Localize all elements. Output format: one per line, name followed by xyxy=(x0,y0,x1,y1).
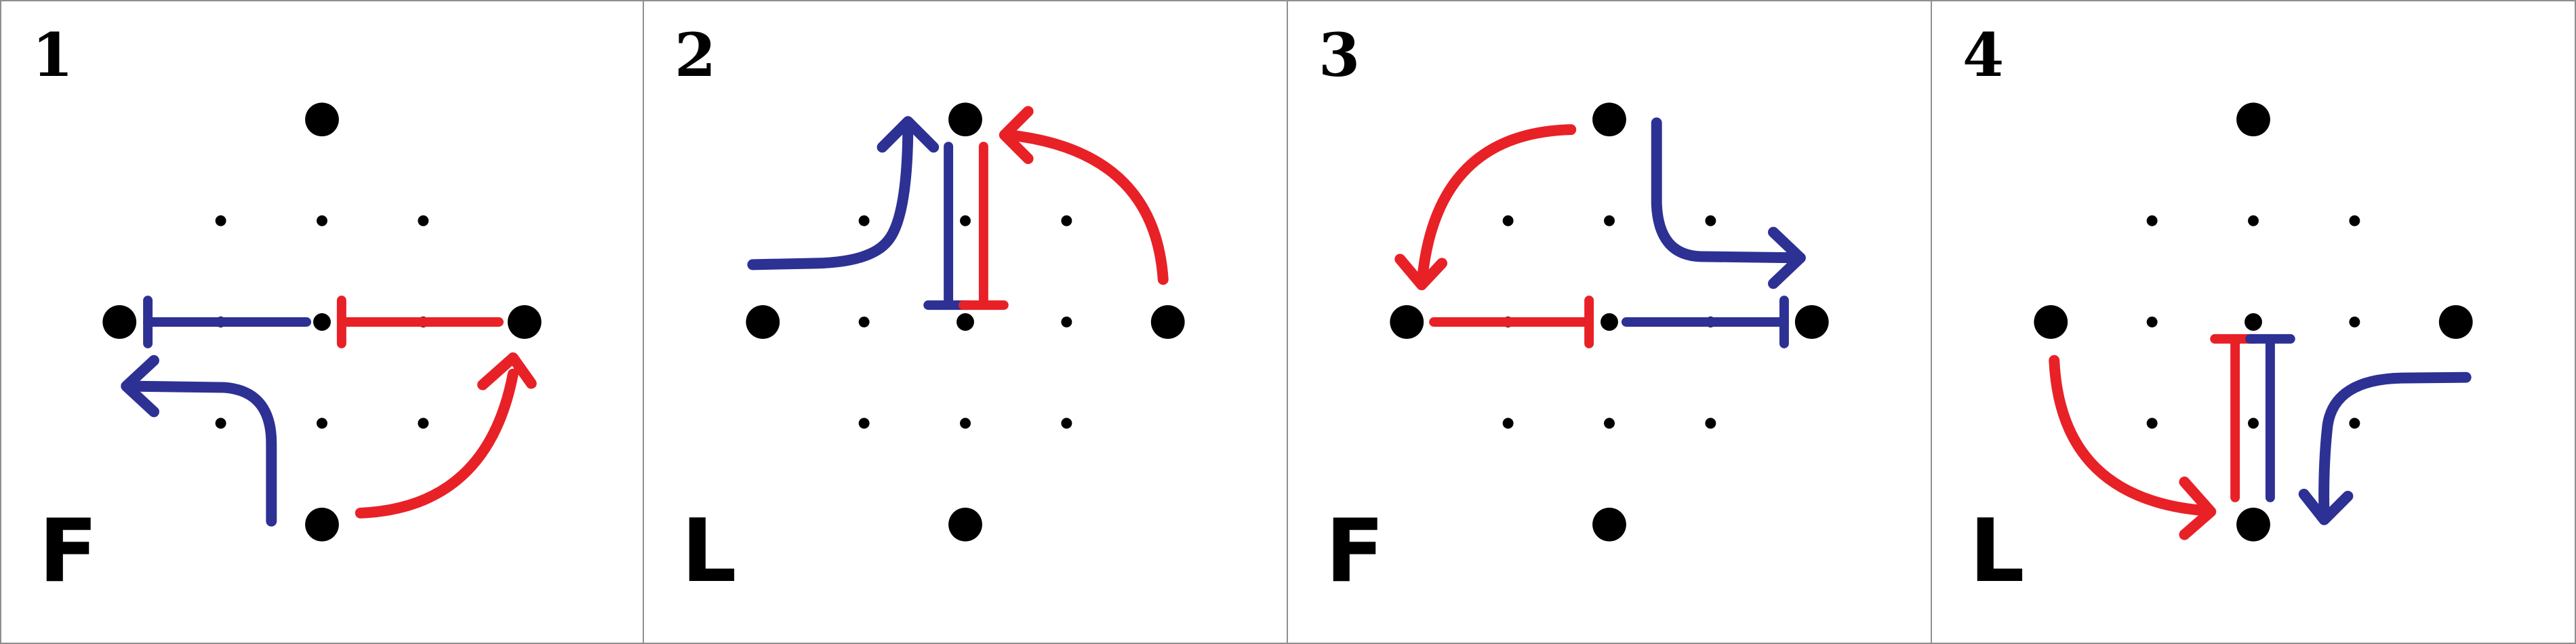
blue-bar xyxy=(2245,334,2295,502)
blue-curved-arrow xyxy=(747,116,940,270)
panel-number: 3 xyxy=(1319,20,1361,90)
red-curved-arrow xyxy=(2049,355,2217,540)
blue-curved-arrow xyxy=(1651,117,1806,289)
panel-1-diagram xyxy=(102,102,542,542)
corner-letter: F xyxy=(39,501,98,602)
corner-letter: L xyxy=(1969,501,2025,602)
panel-4: 4 L xyxy=(1932,0,2576,644)
blue-bar xyxy=(923,142,973,310)
panel-2-diagram xyxy=(746,102,1185,542)
grid-dots xyxy=(746,102,1185,542)
red-curved-arrow xyxy=(1394,124,1577,291)
panel-1: 1 F xyxy=(0,0,644,644)
corner-letter: F xyxy=(1325,501,1385,602)
panel-3-diagram xyxy=(1390,102,1829,542)
blue-bar xyxy=(1621,296,1789,348)
red-bar xyxy=(1429,296,1594,348)
grid-dots xyxy=(2034,102,2473,542)
red-curved-arrow xyxy=(999,106,1169,285)
red-bar xyxy=(2210,334,2260,502)
panel-number: 2 xyxy=(675,20,717,90)
corner-letter: L xyxy=(681,501,737,602)
panel-4-diagram xyxy=(2034,102,2473,542)
blue-bar xyxy=(143,296,312,348)
panel-number: 4 xyxy=(1963,20,2005,90)
red-bar xyxy=(336,296,504,348)
panel-3: 3 F xyxy=(1288,0,1932,644)
panel-number: 1 xyxy=(32,20,74,90)
panel-2: 2 L xyxy=(644,0,1288,644)
blue-curved-arrow xyxy=(2298,371,2472,525)
red-bar xyxy=(959,142,1009,310)
red-curved-arrow xyxy=(355,352,537,519)
blue-curved-arrow xyxy=(121,355,277,527)
